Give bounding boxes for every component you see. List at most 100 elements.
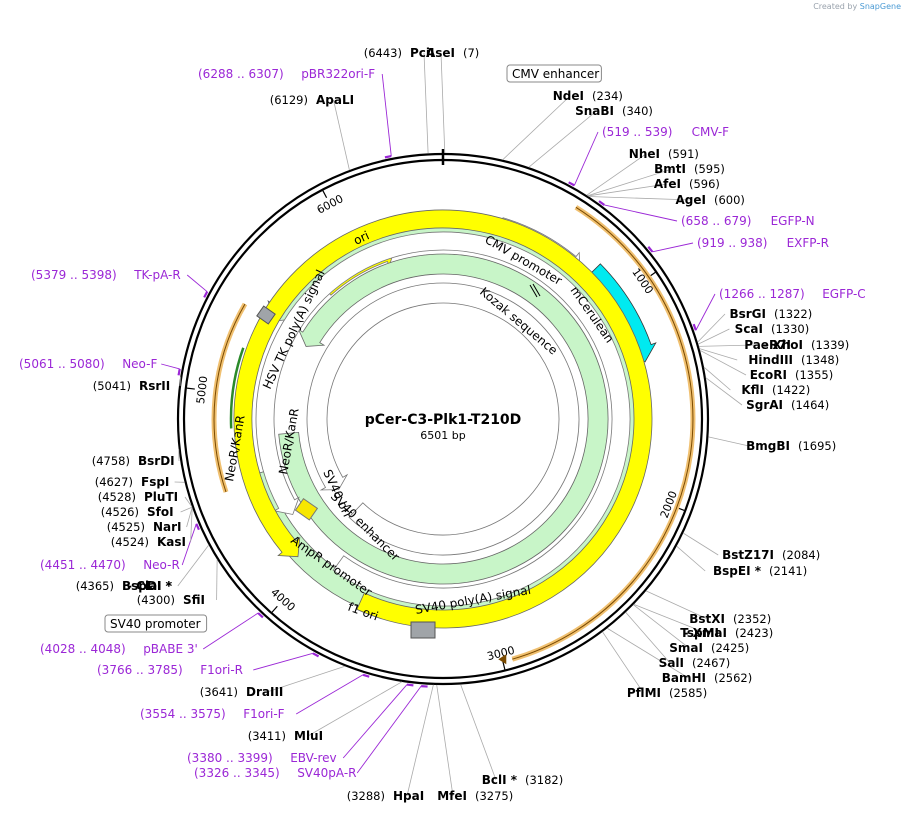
site-leader bbox=[703, 366, 731, 391]
site-position: (3641) bbox=[200, 685, 238, 699]
restriction-site: BmgBI(1695) bbox=[746, 439, 836, 453]
site-name: AfeI bbox=[654, 177, 681, 191]
site-name: BmtI bbox=[654, 162, 686, 176]
primer-range: (5061 .. 5080) bbox=[19, 357, 105, 371]
site-name: BspDI * bbox=[122, 579, 172, 593]
site-name: SgrAI bbox=[746, 398, 783, 412]
primer-mark bbox=[647, 246, 654, 253]
site-name: BamHI bbox=[662, 671, 706, 685]
restriction-site: DraIII(3641) bbox=[200, 685, 284, 699]
site-name: ApaLI bbox=[316, 93, 354, 107]
site-leader bbox=[708, 436, 750, 447]
site-position: (3288) bbox=[347, 789, 385, 803]
site-leader bbox=[436, 684, 454, 797]
site-position: (4524) bbox=[111, 535, 149, 549]
restriction-site: NheI (591) bbox=[629, 147, 699, 161]
kozak-mark bbox=[529, 284, 538, 298]
site-leader bbox=[502, 95, 571, 161]
restriction-site: SfoI(4526) bbox=[101, 505, 174, 519]
primer-range: (3326 .. 3345) bbox=[194, 766, 280, 780]
site-position: (4525) bbox=[107, 520, 145, 534]
site-position: (1464) bbox=[791, 398, 829, 412]
primer-range: (919 .. 938) bbox=[697, 236, 767, 250]
f1-ori-feature bbox=[233, 209, 653, 629]
orf-line bbox=[512, 206, 694, 660]
primer-range: (6288 .. 6307) bbox=[198, 67, 284, 81]
site-name: KasI bbox=[157, 535, 186, 549]
primer-range: (5379 .. 5398) bbox=[31, 268, 117, 282]
site-position: (1348) bbox=[801, 353, 839, 367]
primer-mark bbox=[203, 291, 209, 298]
site-position: (595) bbox=[694, 162, 725, 176]
primer-label: (5061 .. 5080)Neo-F bbox=[19, 357, 157, 371]
site-leader bbox=[180, 506, 193, 513]
primer-mark bbox=[362, 673, 370, 678]
primer-label: (4028 .. 4048)pBABE 3' bbox=[40, 642, 198, 656]
site-position: (591) bbox=[668, 147, 699, 161]
site-name: SmaI bbox=[669, 641, 703, 655]
site-position: (3275) bbox=[475, 789, 513, 803]
primer-leader bbox=[161, 363, 180, 370]
restriction-site: MfeI (3275) bbox=[437, 789, 513, 803]
restriction-site: BclI *(3182) bbox=[482, 773, 564, 787]
leaders-layer bbox=[161, 52, 755, 797]
site-name: MluI bbox=[294, 729, 323, 743]
site-name: TspMI bbox=[680, 626, 719, 640]
restriction-site: SfiI(4300) bbox=[137, 593, 205, 607]
site-name: RsrII bbox=[139, 379, 170, 393]
primer-mark bbox=[384, 154, 392, 159]
site-leader bbox=[698, 344, 755, 347]
snapgene-credit: Created by SnapGene bbox=[813, 2, 901, 11]
ampr-promoter-feature bbox=[255, 231, 631, 607]
restriction-site: PaeR7I bbox=[744, 338, 791, 352]
feature-label: ori bbox=[351, 228, 371, 247]
site-leader bbox=[528, 110, 597, 168]
tick-label: 3000 bbox=[486, 644, 516, 663]
site-position: (4528) bbox=[98, 490, 136, 504]
site-name: EcoRI bbox=[750, 368, 787, 382]
primer-label: (919 .. 938)EXFP-R bbox=[697, 236, 829, 250]
primer-mark bbox=[406, 683, 414, 687]
site-position: (4627) bbox=[95, 475, 133, 489]
site-position: (4365) bbox=[76, 579, 114, 593]
site-name: BspEI * bbox=[713, 564, 762, 578]
site-leader bbox=[683, 532, 719, 556]
site-position: (600) bbox=[714, 193, 745, 207]
site-name: PflMI bbox=[627, 686, 661, 700]
site-position: (1339) bbox=[811, 338, 849, 352]
site-name: FspI bbox=[141, 475, 169, 489]
site-position: (4526) bbox=[101, 505, 139, 519]
restriction-site: NarI(4525) bbox=[107, 520, 182, 534]
restriction-site: BstXI(2352) bbox=[689, 612, 771, 626]
site-name: BsrDI bbox=[138, 454, 175, 468]
primer-label: (3380 .. 3399)EBV-rev bbox=[187, 751, 337, 765]
primer-leader bbox=[295, 674, 364, 715]
restriction-site: ScaI(1330) bbox=[735, 322, 810, 336]
site-position: (1355) bbox=[795, 368, 833, 382]
kozak-mark bbox=[532, 283, 541, 297]
neor-kanr-feature-inner bbox=[278, 253, 609, 585]
site-position: (1695) bbox=[798, 439, 836, 453]
site-name: MfeI bbox=[437, 789, 467, 803]
restriction-site: - XmaI(2423) bbox=[684, 626, 774, 640]
site-name: NheI bbox=[629, 147, 660, 161]
neo-green-line bbox=[229, 347, 245, 429]
site-name: PluTI bbox=[144, 490, 178, 504]
site-name: ScaI bbox=[735, 322, 763, 336]
primer-label: (519 .. 539)CMV-F bbox=[602, 125, 729, 139]
primer-mark bbox=[195, 523, 200, 531]
site-position: (2423) bbox=[735, 626, 773, 640]
sv40-ori-box bbox=[294, 497, 319, 521]
features-layer bbox=[211, 205, 696, 665]
primer-range: (3554 .. 3575) bbox=[140, 707, 226, 721]
primer-range: (1266 .. 1287) bbox=[719, 287, 805, 301]
feature-label: CMV enhancer bbox=[512, 67, 599, 81]
site-position: (4300) bbox=[137, 593, 175, 607]
restriction-site: SnaBI (340) bbox=[575, 104, 653, 118]
site-position: (1322) bbox=[774, 307, 812, 321]
primer-label: (658 .. 679)EGFP-N bbox=[681, 214, 815, 228]
site-name: PaeR7I bbox=[744, 338, 791, 352]
site-name: SnaBI bbox=[575, 104, 614, 118]
site-position: (340) bbox=[622, 104, 653, 118]
